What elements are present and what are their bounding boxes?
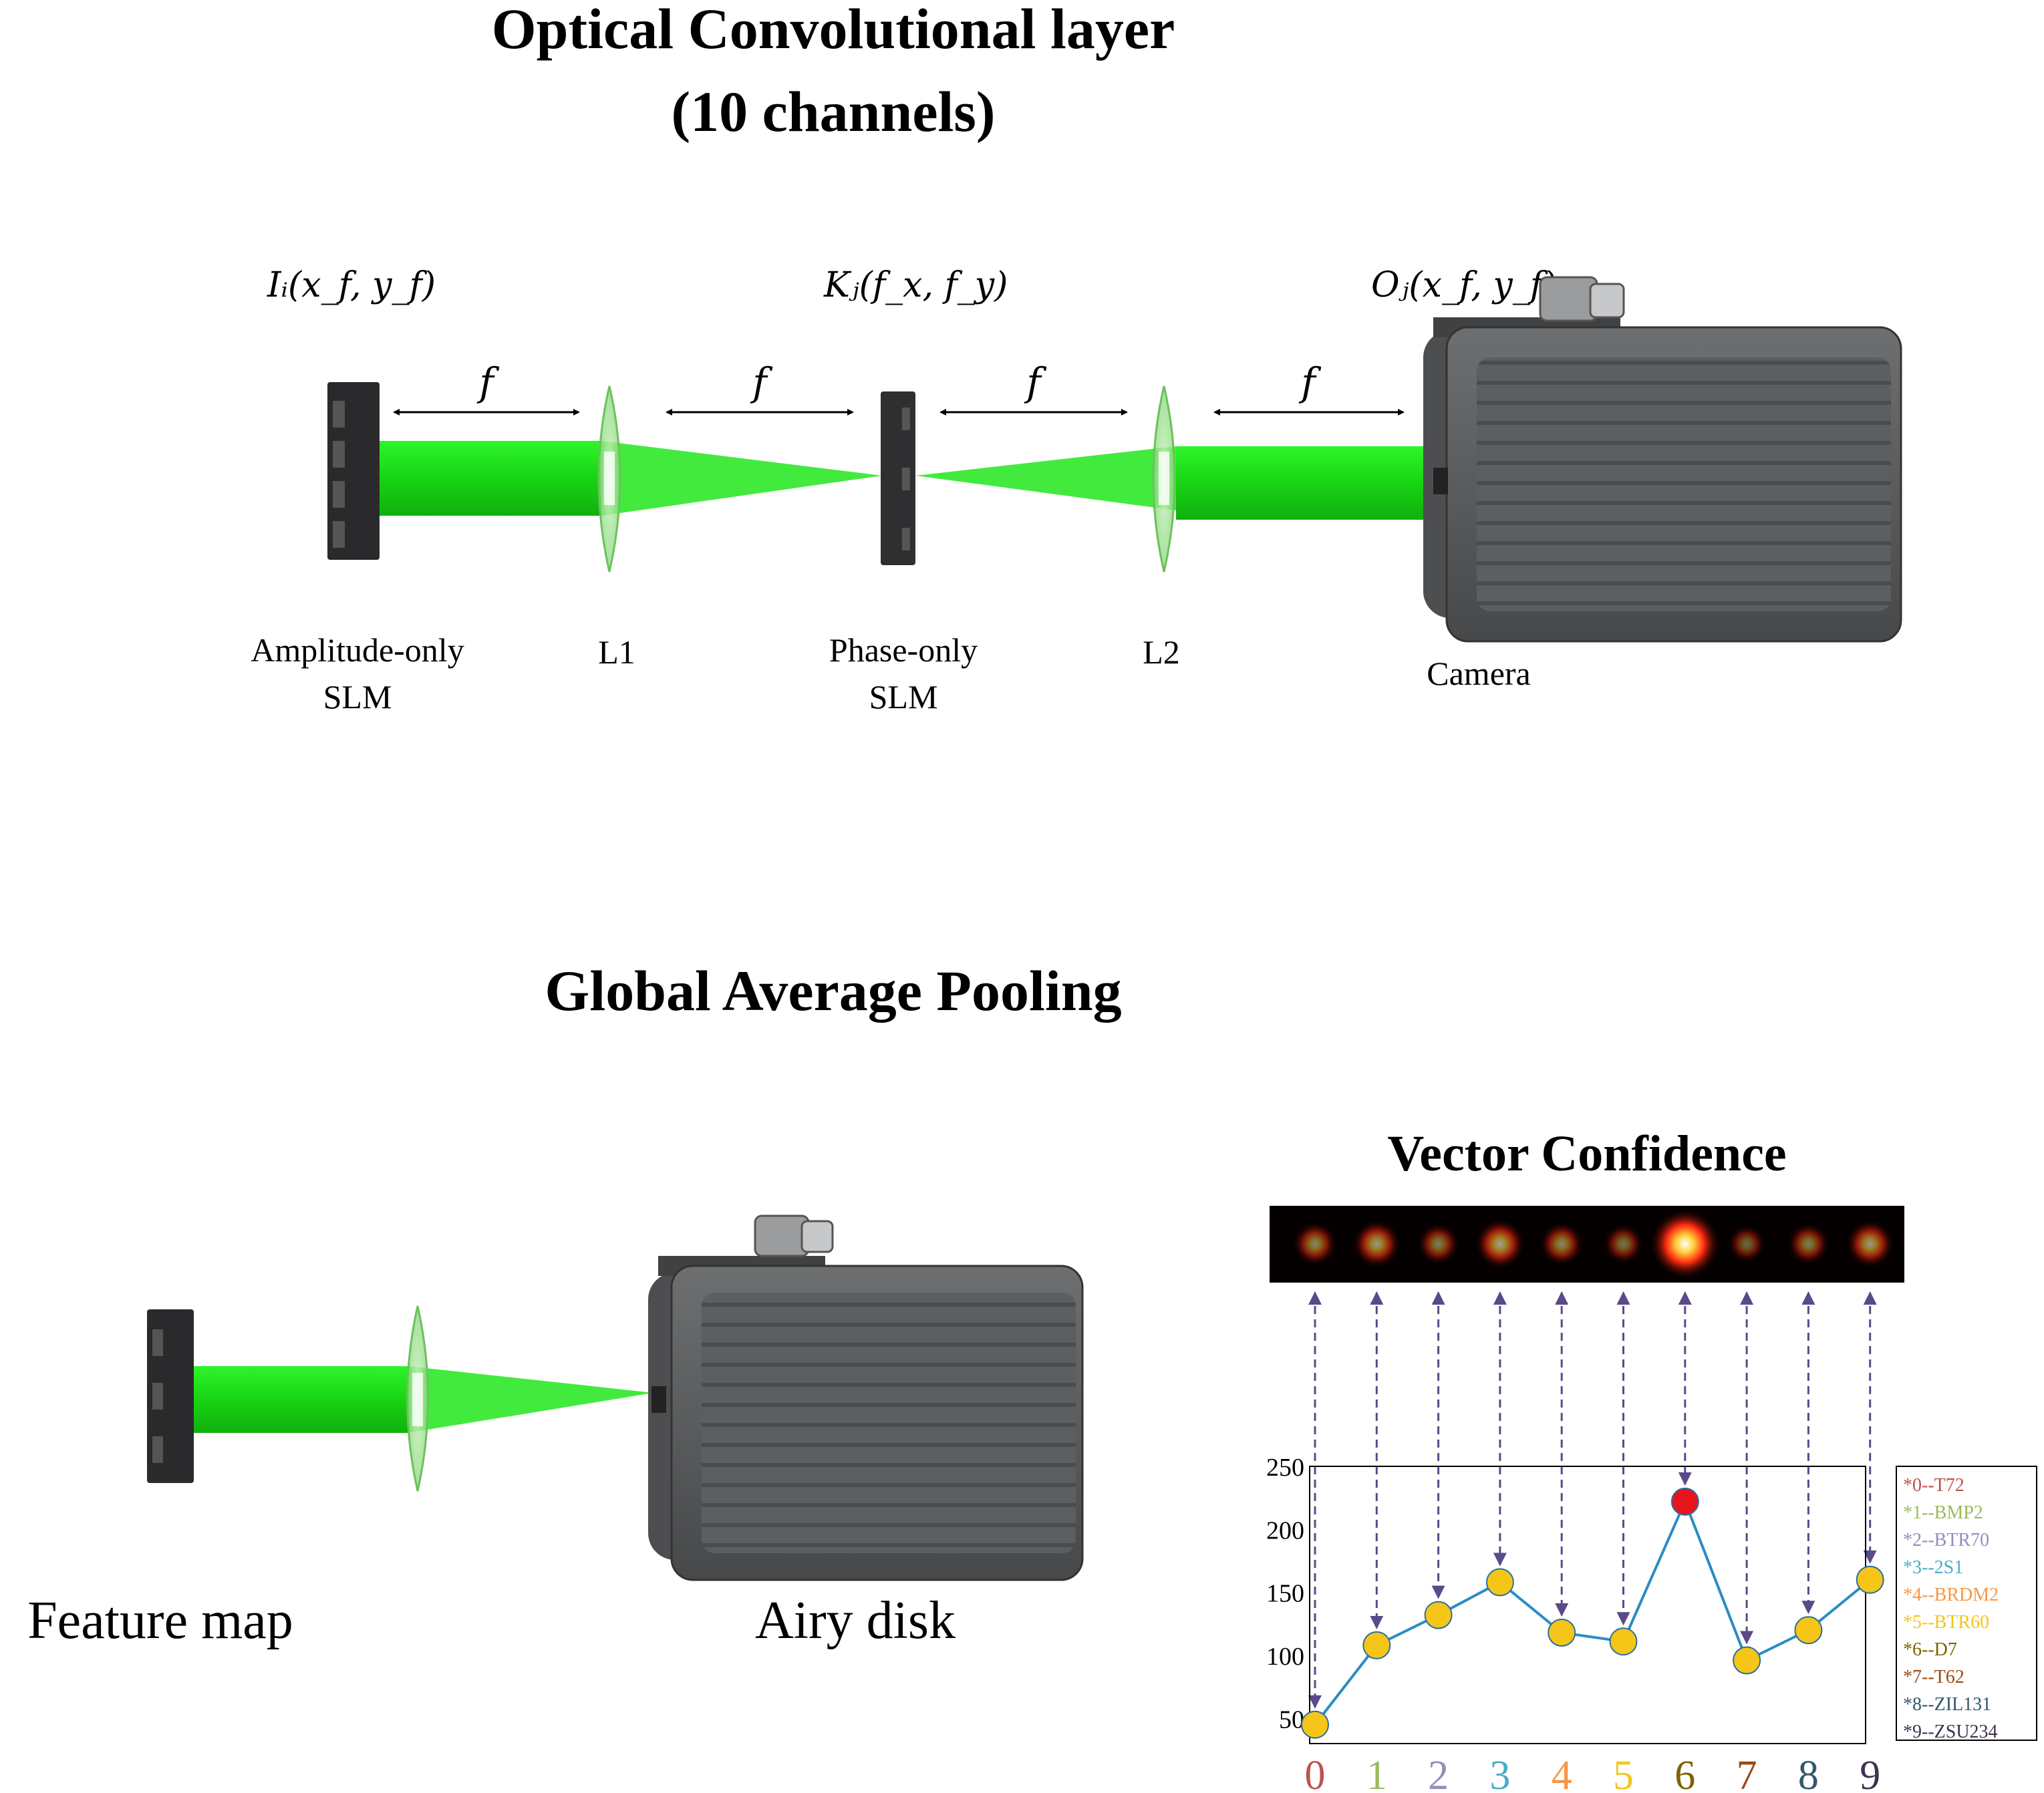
legend-entry: *9--ZSU234: [1903, 1722, 1998, 1742]
spot-6: [1650, 1209, 1720, 1279]
spot-8: [1787, 1223, 1830, 1265]
legend-entry: *4--BRDM2: [1903, 1585, 1999, 1605]
pooling-camera-device: [648, 1214, 1084, 1581]
confidence-series: [1301, 1487, 1884, 1739]
amplitude-slm-device: [327, 382, 380, 560]
x-tick-label: 1: [1366, 1753, 1387, 1793]
global-average-pooling-section: Global Average Pooling Feature map Airy …: [27, 959, 1121, 1650]
y-axis-ticks: 250 200 150 100 50: [1266, 1454, 1304, 1734]
kernel-equation: Kⱼ(f_x, f_y): [823, 265, 1008, 305]
x-tick-label: 0: [1305, 1753, 1326, 1793]
lens-l1: [597, 385, 621, 573]
focal-label-2: f: [750, 359, 773, 405]
focal-label-4: f: [1298, 359, 1322, 405]
amp-slm-label-line1: Amplitude-only: [251, 631, 464, 669]
data-point-6: [1670, 1487, 1699, 1516]
pooling-lens: [406, 1305, 429, 1492]
phase-slm-device: [881, 391, 915, 565]
data-point-1: [1362, 1631, 1391, 1659]
legend-entry: *1--BMP2: [1903, 1502, 1983, 1523]
legend-entry: *7--T62: [1903, 1667, 1964, 1687]
legend-entry: *5--BTR60: [1903, 1612, 1989, 1633]
feature-map-label: Feature map: [27, 1591, 293, 1650]
legend-entry: *8--ZIL131: [1903, 1694, 1991, 1715]
x-tick-label: 4: [1552, 1753, 1572, 1793]
plot-frame: [1309, 1466, 1866, 1744]
spot-7: [1728, 1225, 1766, 1263]
spot-4: [1540, 1222, 1584, 1266]
section-title-line2: (10 channels): [672, 79, 996, 144]
y-tick-label: 100: [1266, 1643, 1304, 1671]
phase-slm-label-line2: SLM: [869, 678, 938, 715]
focal-label-3: f: [1024, 359, 1047, 405]
l1-label: L1: [598, 633, 635, 671]
data-point-5: [1609, 1627, 1638, 1656]
output-equation: Oⱼ(x_f, y_f): [1371, 265, 1556, 305]
legend-entry: *3--2S1: [1903, 1557, 1963, 1578]
lens-l2: [1152, 385, 1176, 573]
data-point-8: [1794, 1616, 1823, 1645]
spot-5: [1604, 1224, 1643, 1264]
x-tick-label: 3: [1489, 1753, 1510, 1793]
x-tick-label: 6: [1674, 1753, 1695, 1793]
l2-label: L2: [1143, 633, 1180, 671]
x-tick-label: 5: [1613, 1753, 1634, 1793]
x-tick-label: 9: [1860, 1753, 1880, 1793]
data-point-4: [1548, 1619, 1576, 1647]
focal-label-1: f: [476, 359, 500, 405]
data-point-0: [1301, 1710, 1329, 1739]
y-tick-label: 250: [1266, 1454, 1304, 1482]
chart-legend: *0--T72 *1--BMP2 *2--BTR70 *3--2S1 *4--BRDM2…: [1903, 1475, 1999, 1742]
confidence-line: [1314, 1498, 1871, 1726]
y-tick-label: 150: [1266, 1580, 1304, 1608]
legend-entry: *6--D7: [1903, 1639, 1957, 1660]
x-tick-label: 2: [1428, 1753, 1449, 1793]
confidence-spots: [1293, 1209, 1894, 1279]
feature-map-slm-device: [147, 1309, 194, 1483]
spot-1: [1352, 1220, 1401, 1268]
input-field-equation: Iᵢ(x_f, y_f): [267, 265, 436, 305]
y-tick-label: 50: [1279, 1705, 1304, 1734]
amp-slm-label-line2: SLM: [323, 678, 392, 715]
data-point-2: [1424, 1601, 1453, 1629]
legend-entry: *2--BTR70: [1903, 1530, 1989, 1551]
section-title-line1: Optical Convolutional layer: [492, 0, 1175, 61]
data-point-9: [1856, 1565, 1884, 1594]
phase-slm-label-line1: Phase-only: [829, 631, 978, 669]
connector-arrows: [1308, 1291, 1877, 1709]
spot-2: [1417, 1223, 1459, 1265]
pooling-title: Global Average Pooling: [545, 959, 1121, 1023]
x-tick-label: 8: [1798, 1753, 1819, 1793]
optical-conv-section: Optical Convolutional layer (10 channels…: [251, 0, 1902, 715]
legend-entry: *0--T72: [1903, 1475, 1964, 1496]
spot-9: [1846, 1220, 1894, 1268]
pooling-beam: [174, 1366, 653, 1433]
airy-disk-label: Airy disk: [755, 1591, 956, 1650]
spot-0: [1293, 1222, 1337, 1266]
camera-label: Camera: [1427, 655, 1530, 692]
y-tick-label: 200: [1266, 1516, 1304, 1544]
data-point-3: [1485, 1568, 1514, 1597]
camera-device: [1423, 276, 1902, 643]
spot-3: [1475, 1219, 1525, 1269]
legend-box: [1896, 1466, 2037, 1741]
chart-title: Vector Confidence: [1387, 1126, 1786, 1182]
laser-beam: [354, 441, 1433, 520]
x-tick-label: 7: [1737, 1753, 1757, 1793]
data-point-7: [1733, 1646, 1761, 1675]
